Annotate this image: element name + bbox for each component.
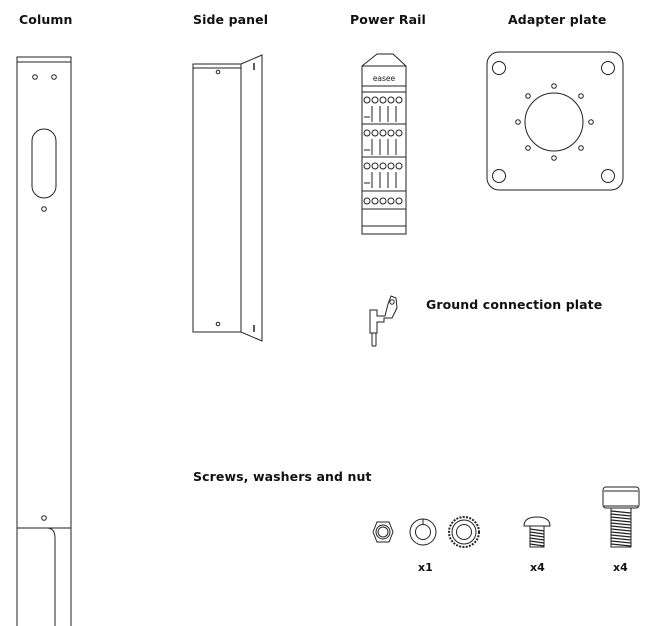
lock-washer-drawing: [448, 516, 480, 548]
terminal-row: [362, 96, 406, 125]
adapter-plate-drawing: [486, 51, 624, 191]
power-rail-drawing: easee: [361, 53, 407, 235]
terminal-row: [362, 162, 406, 192]
washers-quantity: x1: [418, 561, 433, 574]
adapter-plate-label: Adapter plate: [508, 12, 607, 27]
power-rail-label: Power Rail: [350, 12, 426, 27]
terminal-row: [362, 129, 406, 158]
ground-plate-label: Ground connection plate: [426, 297, 603, 312]
side-panel-label: Side panel: [193, 12, 269, 27]
flat-washer-drawing: [409, 518, 437, 546]
side-panel-drawing: [192, 54, 263, 342]
short-screw-quantity: x4: [530, 561, 545, 574]
column-label: Column: [19, 12, 73, 27]
terminal-row: [362, 197, 406, 210]
column-drawing: [16, 56, 72, 626]
ground-plate-drawing: [369, 295, 398, 347]
hex-nut-drawing: [372, 521, 394, 543]
screws-label: Screws, washers and nut: [193, 469, 372, 484]
long-screw-quantity: x4: [613, 561, 628, 574]
short-screw-drawing: [523, 516, 551, 548]
power-rail-brand: easee: [373, 74, 396, 83]
long-screw-drawing: [602, 486, 640, 548]
